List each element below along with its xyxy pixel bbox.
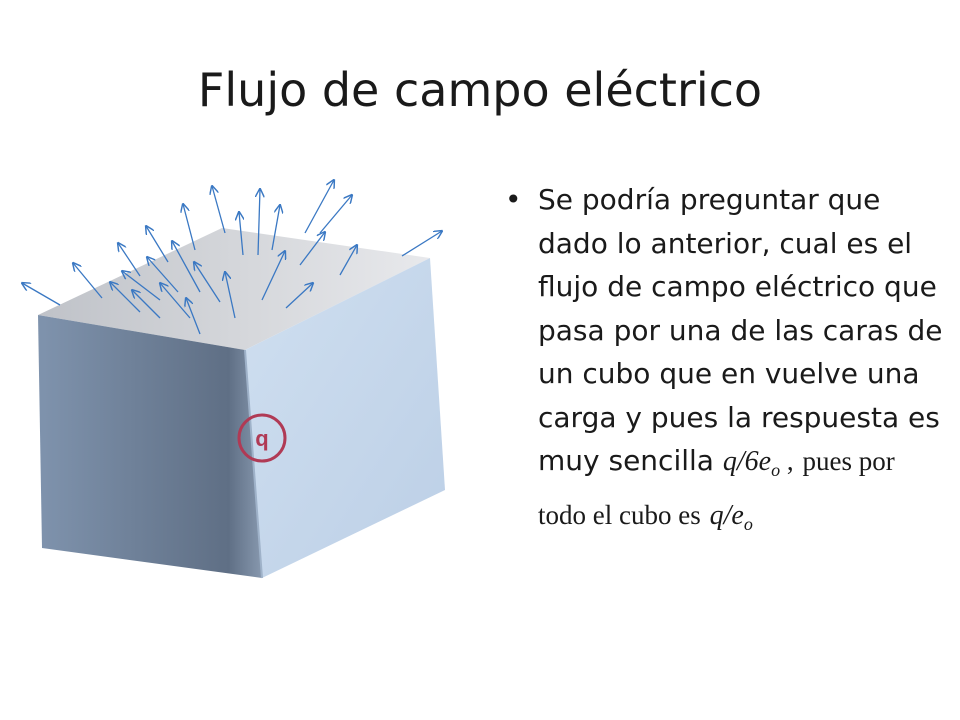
charge-label: q [255,426,268,451]
formula-total-flux: q/eo [709,499,753,534]
field-arrows [22,180,442,335]
bullet-list: • Se podría preguntar que dado lo anteri… [505,178,945,546]
charge-circle [237,413,287,463]
field-arrow [22,283,61,306]
field-arrow [194,262,221,303]
field-arrow [183,204,196,251]
field-arrow [339,245,357,276]
cube-illustration: q [0,160,445,579]
field-arrow [258,189,260,256]
field-arrow [401,231,442,257]
cube-front-face [245,258,445,578]
field-arrow [110,282,141,313]
field-arrow [147,257,179,293]
formula-separator: , [780,446,794,476]
field-arrow [271,205,280,251]
field-arrow [212,186,226,234]
field-arrow [304,180,334,234]
cube-left-face [38,315,262,578]
slide-title: Flujo de campo eléctrico [197,63,763,117]
field-arrow [172,241,201,293]
field-arrow [186,298,201,335]
field-arrow [319,195,352,234]
field-arrow [225,272,236,319]
field-arrow [239,212,243,256]
field-arrow [118,243,141,277]
bullet-item: Se podría preguntar que dado lo anterior… [538,178,945,546]
bullet-marker: • [505,183,522,216]
field-arrow [261,251,285,301]
cube-flux-diagram: q [0,160,480,600]
field-arrow [146,226,169,263]
field-arrow [285,283,313,309]
field-arrow [299,232,325,266]
bullet-main-text: Se podría preguntar que dado lo anterior… [538,183,943,477]
cube-top-face [38,228,430,350]
field-arrow [160,283,191,319]
bullet-continuation: pues por todo el cubo es [538,446,895,530]
field-arrow [73,263,103,299]
field-arrow [132,290,161,319]
formula-face-flux: q/6eo [722,446,781,480]
field-arrow [122,271,161,301]
